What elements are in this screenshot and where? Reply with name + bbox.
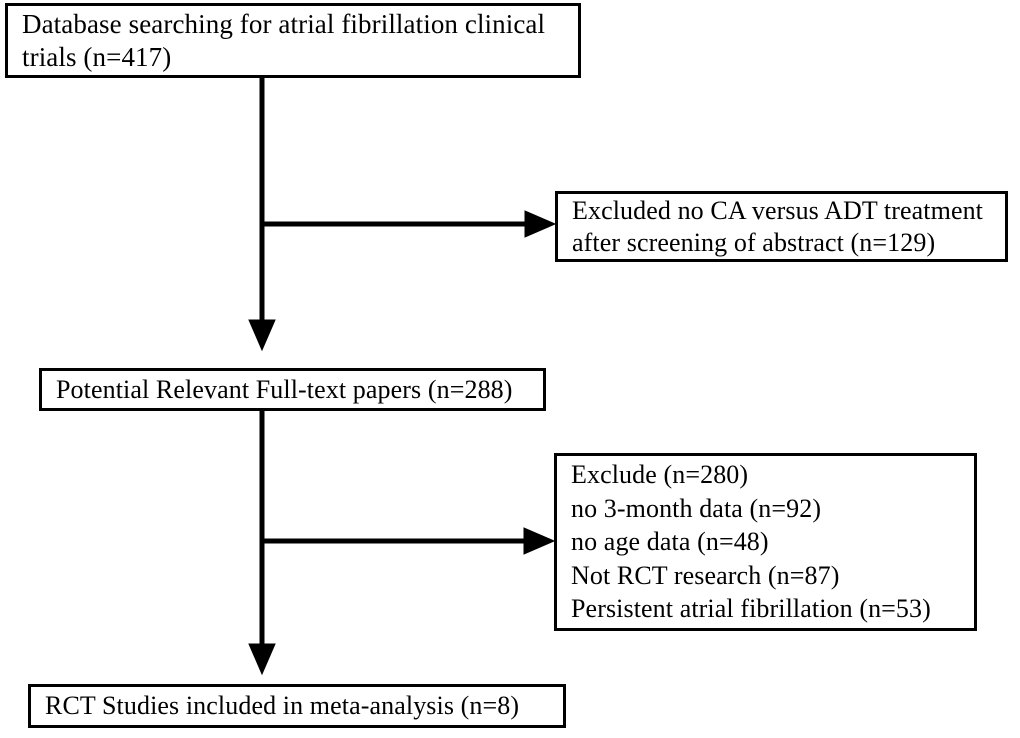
- edge-database-to-fulltext: [248, 78, 276, 352]
- node-rct-studies-included: RCT Studies included in meta-analysis (n…: [28, 684, 566, 728]
- node-database-searching: Database searching for atrial fibrillati…: [5, 3, 581, 78]
- node-database-line-2: trials (n=417): [22, 41, 172, 72]
- node-exclude-reason-persistent-af: Persistent atrial fibrillation (n=53): [571, 594, 931, 624]
- node-potential-relevant-fulltext: Potential Relevant Full-text papers (n=2…: [39, 368, 546, 411]
- node-fulltext-line-1: Potential Relevant Full-text papers (n=2…: [56, 374, 513, 404]
- edge-fulltext-to-included: [248, 411, 276, 676]
- edge-fulltext-to-exclude: [262, 527, 556, 555]
- node-exclude-reasons: Exclude (n=280) no 3-month data (n=92) n…: [554, 453, 977, 631]
- node-database-line-1: Database searching for atrial fibrillati…: [22, 8, 546, 39]
- node-exclude-reason-not-rct: Not RCT research (n=87): [571, 560, 840, 590]
- node-exclude-reason-no-age-data: no age data (n=48): [571, 527, 769, 557]
- node-exclude-header: Exclude (n=280): [571, 460, 749, 490]
- node-included-line-1: RCT Studies included in meta-analysis (n…: [45, 691, 520, 721]
- node-exclude-reason-no-3-month-data: no 3-month data (n=92): [571, 493, 822, 523]
- node-excluded-after-abstract: Excluded no CA versus ADT treatment afte…: [555, 191, 1008, 262]
- edge-database-to-excluded: [262, 210, 557, 238]
- node-excluded-line-1: Excluded no CA versus ADT treatment: [572, 195, 984, 225]
- node-excluded-line-2: after screening of abstract (n=129): [572, 227, 936, 257]
